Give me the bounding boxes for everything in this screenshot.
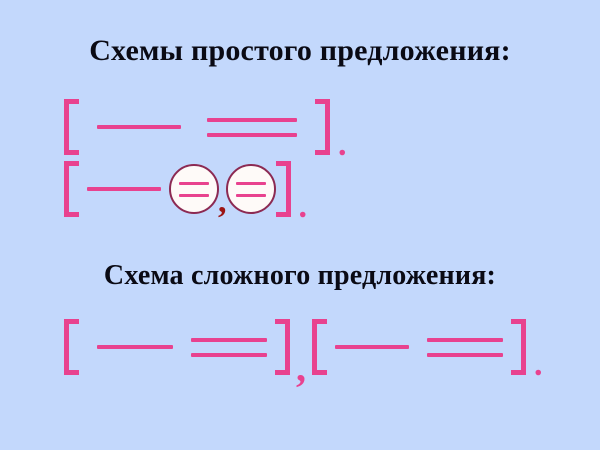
subject-line-icon	[97, 345, 173, 349]
clause-simple-1	[58, 98, 336, 156]
predicate-line-top	[191, 337, 267, 342]
clause-complex-1	[58, 318, 296, 376]
clause-body	[79, 319, 275, 375]
sentence-period: .	[298, 188, 308, 225]
predicate-double-line-icon	[191, 337, 267, 357]
predicate-line-bottom	[427, 352, 503, 357]
predicate-line-top	[427, 337, 503, 342]
predicate-line-top	[207, 117, 297, 122]
clause-simple-2: ,	[58, 160, 297, 220]
bracket-close-icon	[315, 99, 330, 155]
predicate-line-bottom	[207, 132, 297, 137]
predicate-double-line-icon	[179, 181, 209, 197]
subject-line-icon	[97, 125, 181, 129]
bracket-close-icon	[275, 161, 291, 217]
bracket-open-icon	[64, 99, 79, 155]
bracket-open-icon	[64, 161, 79, 217]
sentence-period: .	[534, 346, 543, 383]
clause-complex-2	[306, 318, 532, 376]
predicate-line-bottom	[179, 193, 209, 197]
homogeneous-member-circle-icon	[169, 164, 219, 214]
page-title-complex-sentence: Схема сложного предложения:	[103, 260, 497, 291]
homogeneous-member-comma: ,	[218, 183, 227, 220]
predicate-double-line-icon	[235, 181, 266, 197]
subject-line-icon	[335, 345, 409, 349]
bracket-open-icon	[64, 319, 79, 375]
bracket-close-icon	[511, 319, 526, 375]
bracket-open-icon	[312, 319, 327, 375]
predicate-double-line-icon	[427, 337, 503, 357]
predicate-line-top	[179, 181, 209, 185]
clause-body: ,	[79, 161, 276, 220]
predicate-line-bottom	[191, 352, 267, 357]
simple-scheme-row-2: , .	[58, 158, 307, 224]
subject-line-icon	[87, 187, 161, 191]
clause-body	[327, 319, 511, 375]
bracket-close-icon	[275, 319, 290, 375]
predicate-line-bottom	[235, 193, 266, 197]
predicate-double-line-icon	[207, 117, 297, 137]
simple-scheme-row-1: .	[58, 96, 347, 162]
homogeneous-member-circle-icon	[225, 164, 276, 214]
complex-scheme-row: , .	[58, 316, 543, 388]
predicate-line-top	[235, 181, 266, 185]
page-title-simple-sentence: Схемы простого предложения:	[89, 34, 511, 67]
clause-body	[79, 99, 315, 155]
sentence-period: .	[338, 126, 347, 163]
clause-separator-comma: ,	[296, 345, 306, 390]
